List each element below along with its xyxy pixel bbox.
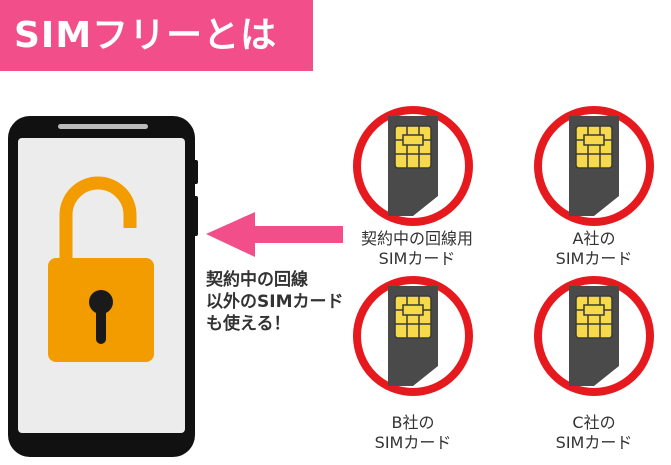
page-title: SIMフリーとは — [0, 0, 313, 71]
caption-line-2: SIMカード — [555, 249, 633, 268]
caption-line-2: SIMカード — [378, 249, 456, 268]
caption-line-1: A社の — [572, 229, 616, 248]
caption-b-sim: B社の SIMカード — [353, 413, 473, 453]
unlocked-padlock-icon — [48, 176, 154, 362]
caption-c-sim: C社の SIMカード — [534, 413, 654, 453]
message-line-3: も使える！ — [206, 314, 291, 334]
caption-line-2: SIMカード — [374, 433, 452, 452]
message-line-1: 契約中の回線 — [206, 270, 308, 290]
caption-line-1: C社の — [572, 413, 616, 432]
sim-card-icon-c — [538, 280, 650, 392]
message-line-2: 以外のSIMカード — [206, 292, 344, 312]
caption-current-sim: 契約中の回線用 SIMカード — [347, 229, 487, 269]
caption-line-1: B社の — [391, 413, 435, 432]
caption-line-2: SIMカード — [555, 433, 633, 452]
sim-free-message: 契約中の回線 以外のSIMカード も使える！ — [206, 269, 344, 335]
caption-a-sim: A社の SIMカード — [534, 229, 654, 269]
sim-card-icon-b — [357, 280, 469, 392]
caption-line-1: 契約中の回線用 — [360, 229, 473, 248]
sim-card-icon-current — [357, 110, 469, 222]
sim-card-icon-a — [538, 110, 650, 222]
